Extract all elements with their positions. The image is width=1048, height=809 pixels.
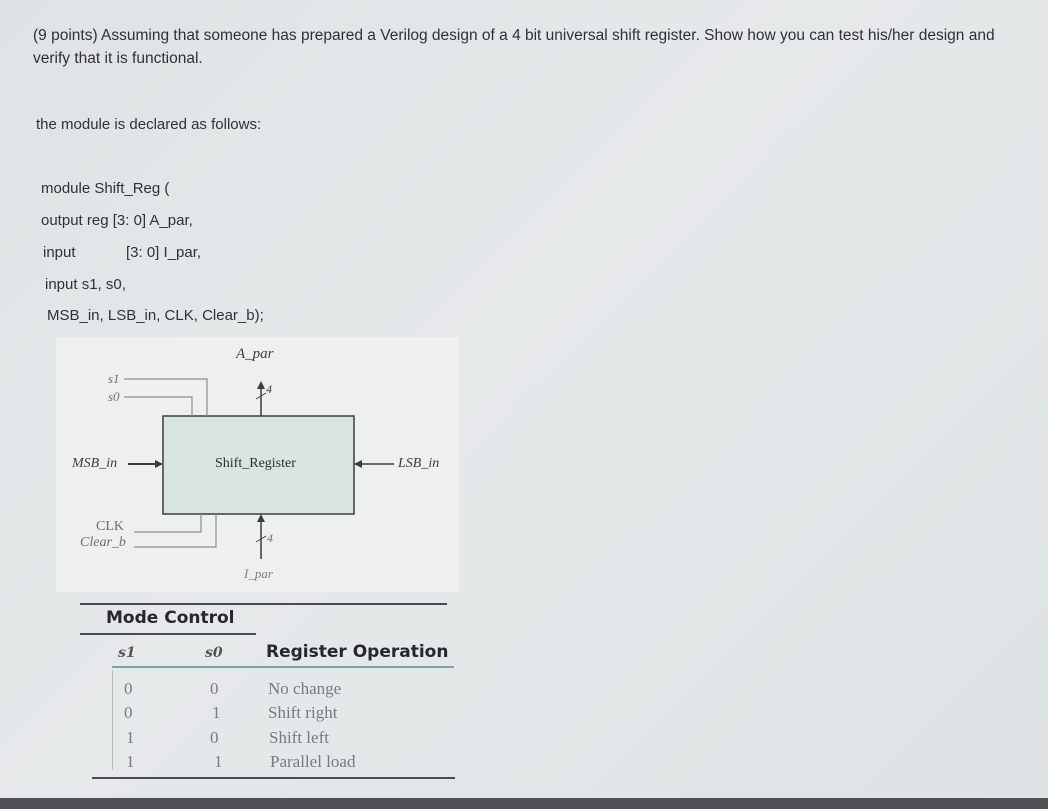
- code-line-5: MSB_in, LSB_in, CLK, Clear_b);: [47, 307, 264, 324]
- intro-text: the module is declared as follows:: [36, 116, 262, 133]
- s1-wire: [124, 378, 208, 416]
- col-op-header: Register Operation: [266, 642, 449, 662]
- clk-label: CLK: [96, 519, 124, 534]
- row-2-op: Shift right: [268, 703, 338, 722]
- row-4-s0: 1: [214, 752, 223, 771]
- col-s1-header: s1: [118, 645, 136, 661]
- header-rule: [112, 666, 454, 668]
- mode-control-heading: Mode Control: [106, 608, 235, 628]
- table-top-rule: [80, 603, 447, 605]
- a-par-bus-slash: [255, 392, 267, 400]
- diagram-svg: [124, 378, 394, 559]
- i-par-bus-slash: [255, 535, 267, 543]
- question-line-1: (9 points) Assuming that someone has pre…: [33, 27, 995, 44]
- row-4-s1: 1: [126, 752, 135, 771]
- col-divider-1: [112, 670, 113, 770]
- lsb-in-label: LSB_in: [398, 456, 440, 471]
- msb-in-arrowhead: [155, 460, 163, 468]
- col-s0-header: s0: [205, 645, 223, 661]
- row-3-s1: 1: [126, 728, 135, 747]
- shift-register-block: [162, 415, 355, 515]
- question-line-2: verify that it is functional.: [33, 50, 203, 67]
- i-par-width-label: 4: [267, 531, 273, 545]
- s0-label: s0: [108, 389, 120, 404]
- clk-wire: [134, 514, 202, 533]
- row-3-s0: 0: [210, 728, 219, 747]
- i-par-label: I_par: [244, 566, 273, 581]
- code-line-1: module Shift_Reg (: [41, 180, 170, 197]
- code-line-3-rest: [3: 0] I_par,: [126, 244, 202, 261]
- row-3-op: Shift left: [269, 728, 329, 747]
- a-par-width-label: 4: [266, 382, 272, 396]
- block-label: Shift_Register: [215, 456, 296, 471]
- clear-b-wire: [134, 514, 217, 548]
- i-par-arrowhead: [257, 514, 265, 522]
- row-4-op: Parallel load: [270, 752, 356, 771]
- a-par-label: A_par: [236, 346, 274, 362]
- code-line-4: input s1, s0,: [45, 276, 126, 293]
- question-text: (9 points) Assuming that someone has pre…: [33, 24, 1013, 70]
- row-2-s0: 1: [212, 703, 221, 722]
- monitor-bezel: [0, 798, 1048, 809]
- clear-b-label: Clear_b: [80, 535, 126, 550]
- mode-control-rule: [80, 633, 256, 635]
- row-1-s1: 0: [124, 679, 133, 698]
- code-line-2: output reg [3: 0] A_par,: [41, 212, 193, 229]
- shift-register-diagram: A_par 4 s1 s0 MSB_in Shift_Register LSB_…: [56, 337, 459, 592]
- s0-wire: [124, 396, 193, 416]
- table-bottom-rule: [92, 777, 455, 779]
- row-2-s1: 0: [124, 703, 133, 722]
- msb-in-label: MSB_in: [72, 456, 118, 471]
- row-1-op: No change: [268, 679, 342, 698]
- s1-label: s1: [108, 371, 120, 386]
- lsb-in-arrowhead: [354, 460, 362, 468]
- code-line-3-keyword: input: [43, 244, 76, 261]
- a-par-arrowhead: [257, 381, 265, 389]
- row-1-s0: 0: [210, 679, 219, 698]
